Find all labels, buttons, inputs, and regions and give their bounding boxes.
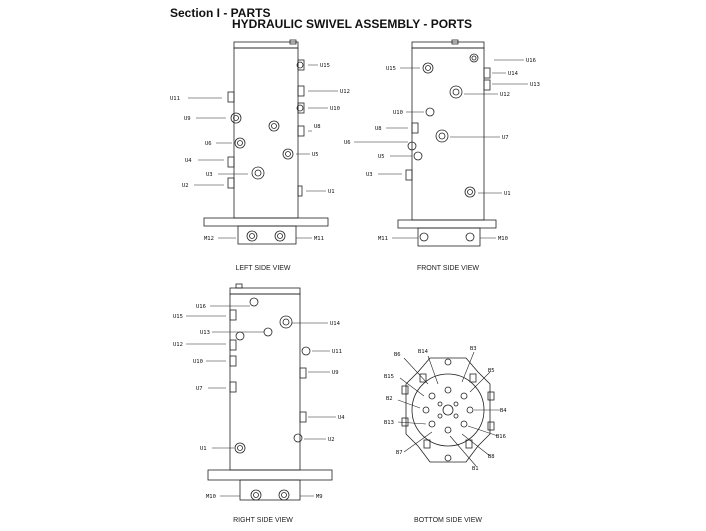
port-label: U13 (530, 82, 540, 88)
port-label: M11 (378, 236, 388, 242)
port-label: M12 (204, 236, 214, 242)
port-label: U6 (205, 141, 212, 147)
port-label: U1 (504, 191, 511, 197)
port-label: U5 (312, 152, 319, 158)
port-label: M10 (206, 494, 216, 500)
port-label: U2 (328, 437, 335, 443)
port-label: U1 (200, 446, 207, 452)
port-label: U15 (173, 314, 183, 320)
base-plate (203, 217, 329, 227)
port-label: B1 (472, 466, 479, 472)
port-label: U14 (508, 71, 519, 77)
right-view-caption: RIGHT SIDE VIEW (233, 517, 293, 524)
port-label: B7 (396, 450, 403, 456)
swivel-body (233, 47, 299, 219)
port-label: U4 (338, 415, 345, 421)
port-label: B2 (386, 396, 393, 402)
top-cap (233, 41, 299, 49)
port-label: U4 (185, 158, 192, 164)
port-label: B15 (384, 374, 394, 380)
page-title: HYDRAULIC SWIVEL ASSEMBLY - PORTS (232, 17, 473, 31)
port-label: U7 (196, 386, 203, 392)
port-label: U9 (332, 370, 339, 376)
port-label: B14 (418, 349, 429, 355)
port-label: U12 (173, 342, 183, 348)
section-title: Section I - PARTS (170, 6, 271, 20)
port-label: U16 (526, 58, 536, 64)
port-label: U9 (184, 116, 191, 122)
top-lug (289, 39, 297, 45)
port-label: U15 (320, 63, 330, 69)
port-label: U15 (386, 66, 396, 72)
port-label: U11 (170, 96, 180, 102)
port-label: U3 (366, 172, 373, 178)
port-label: B8 (488, 454, 495, 460)
bottom-view-caption: BOTTOM SIDE VIEW (414, 517, 482, 524)
port-label: U12 (500, 92, 510, 98)
port-label: U11 (332, 349, 342, 355)
port-label: U14 (330, 321, 341, 327)
port-label: U13 (200, 330, 210, 336)
port-label: B16 (496, 434, 506, 440)
port-label: U10 (193, 359, 203, 365)
port-label: B13 (384, 420, 394, 426)
port-label: U2 (182, 183, 189, 189)
port-label: U10 (393, 110, 403, 116)
port-label: M9 (316, 494, 323, 500)
port-label: U7 (502, 135, 509, 141)
port-label: U12 (340, 89, 350, 95)
port-label: U6 (344, 140, 351, 146)
front-view-caption: FRONT SIDE VIEW (416, 265, 480, 272)
port-label: B3 (470, 346, 477, 352)
port-label: B6 (394, 352, 401, 358)
port-label: M11 (314, 236, 324, 242)
port-label: U1 (328, 189, 335, 195)
port-label: U3 (206, 172, 213, 178)
port-label: M10 (498, 236, 508, 242)
lower-block (237, 225, 297, 245)
port-label: B4 (500, 408, 507, 414)
left-view-caption: LEFT SIDE VIEW (235, 265, 291, 272)
port-label: U8 (375, 126, 382, 132)
port-label: U10 (330, 106, 340, 112)
port-label: U5 (378, 154, 385, 160)
port-label: B5 (488, 368, 495, 374)
port-label: U8 (314, 124, 321, 130)
port-label: U16 (196, 304, 206, 310)
